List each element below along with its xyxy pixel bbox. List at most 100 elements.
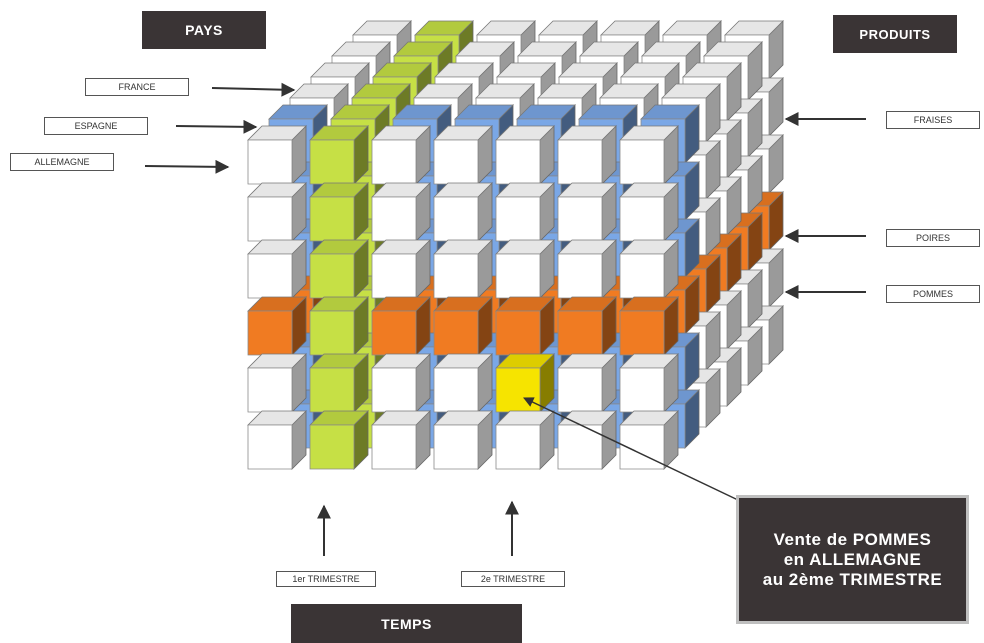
product-label-fraises: FRAISES bbox=[886, 111, 980, 129]
cube-cell bbox=[557, 239, 617, 299]
cube-cell bbox=[371, 410, 431, 470]
cube-cell bbox=[433, 239, 493, 299]
data-cube bbox=[247, 20, 784, 470]
cube-cell bbox=[247, 296, 307, 356]
cube-cell bbox=[557, 182, 617, 242]
arrow-callout bbox=[523, 397, 739, 501]
cube-face bbox=[433, 367, 479, 413]
cube-face bbox=[371, 196, 417, 242]
cube-face bbox=[309, 367, 355, 413]
cube-face bbox=[619, 253, 665, 299]
cube-face bbox=[495, 424, 541, 470]
cube-cell bbox=[557, 353, 617, 413]
cube-face bbox=[619, 139, 665, 185]
arrow-france bbox=[211, 82, 296, 97]
arrow-espagne bbox=[175, 119, 258, 134]
cube-face bbox=[557, 424, 603, 470]
cube-face bbox=[557, 139, 603, 185]
cube-cell bbox=[309, 182, 369, 242]
cube-cell bbox=[433, 353, 493, 413]
cube-cell bbox=[309, 353, 369, 413]
cube-face bbox=[495, 367, 541, 413]
cube-cell bbox=[247, 353, 307, 413]
cube-face bbox=[309, 196, 355, 242]
cube-cell bbox=[619, 296, 679, 356]
cube-face bbox=[247, 424, 293, 470]
pays-title: PAYS bbox=[142, 11, 266, 49]
cube-face bbox=[495, 196, 541, 242]
cube-cell bbox=[495, 239, 555, 299]
cube-face bbox=[495, 139, 541, 185]
cube-face bbox=[557, 310, 603, 356]
cube-face bbox=[247, 139, 293, 185]
arrow-allemagne bbox=[144, 159, 230, 174]
cube-face bbox=[433, 196, 479, 242]
cube-cell bbox=[371, 296, 431, 356]
country-label-allemagne: ALLEMAGNE bbox=[10, 153, 114, 171]
cube-cell bbox=[557, 125, 617, 185]
cube-face bbox=[309, 310, 355, 356]
cube-cell bbox=[247, 239, 307, 299]
country-label-espagne: ESPAGNE bbox=[44, 117, 148, 135]
cube-face bbox=[557, 253, 603, 299]
cube-cell bbox=[495, 182, 555, 242]
product-label-pommes: POMMES bbox=[886, 285, 980, 303]
cube-cell bbox=[495, 353, 555, 413]
cube-face bbox=[433, 139, 479, 185]
cube-cell bbox=[371, 125, 431, 185]
cube-cell bbox=[619, 410, 679, 470]
cube-face bbox=[495, 310, 541, 356]
arrows bbox=[144, 82, 866, 556]
cube-cell bbox=[309, 296, 369, 356]
cube-cell bbox=[433, 125, 493, 185]
cube-cell bbox=[619, 353, 679, 413]
cube-cell bbox=[557, 410, 617, 470]
cube-face bbox=[247, 196, 293, 242]
cube-cell bbox=[247, 125, 307, 185]
cube-cell bbox=[309, 125, 369, 185]
quarter-label-1: 1er TRIMESTRE bbox=[276, 571, 376, 587]
callout-box: Vente de POMMES en ALLEMAGNE au 2ème TRI… bbox=[736, 495, 969, 624]
cube-face bbox=[247, 253, 293, 299]
cube-cell bbox=[619, 125, 679, 185]
cube-face bbox=[619, 310, 665, 356]
cube-face bbox=[433, 424, 479, 470]
cube-face bbox=[619, 196, 665, 242]
cube-cell bbox=[371, 182, 431, 242]
cube-face bbox=[309, 424, 355, 470]
cube-cell bbox=[495, 296, 555, 356]
cube-face bbox=[309, 253, 355, 299]
cube-face bbox=[557, 196, 603, 242]
cube-face bbox=[371, 310, 417, 356]
callout-line-2: en ALLEMAGNE bbox=[783, 549, 922, 569]
cube-cell bbox=[619, 182, 679, 242]
country-label-france: FRANCE bbox=[85, 78, 189, 96]
cube-face bbox=[619, 367, 665, 413]
cube-face bbox=[371, 253, 417, 299]
cube-face bbox=[247, 310, 293, 356]
cube-face bbox=[433, 253, 479, 299]
cube-cell bbox=[433, 182, 493, 242]
cube-cell bbox=[433, 296, 493, 356]
cube-cell bbox=[495, 125, 555, 185]
callout-line-3: au 2ème TRIMESTRE bbox=[762, 569, 943, 589]
quarter-label-2: 2e TRIMESTRE bbox=[461, 571, 565, 587]
cube-cell bbox=[495, 410, 555, 470]
produits-title: PRODUITS bbox=[833, 15, 957, 53]
cube-cell bbox=[433, 410, 493, 470]
product-label-poires: POIRES bbox=[886, 229, 980, 247]
cube-cell bbox=[247, 182, 307, 242]
cube-face bbox=[371, 367, 417, 413]
cube-cell bbox=[557, 296, 617, 356]
cube-face bbox=[247, 367, 293, 413]
cube-face bbox=[619, 424, 665, 470]
cube-face bbox=[309, 139, 355, 185]
cube-face bbox=[433, 310, 479, 356]
cube-cell bbox=[371, 353, 431, 413]
temps-title: TEMPS bbox=[291, 604, 522, 643]
cube-cell bbox=[309, 410, 369, 470]
cube-cell bbox=[619, 239, 679, 299]
cube-cell bbox=[309, 239, 369, 299]
cube-face bbox=[371, 424, 417, 470]
